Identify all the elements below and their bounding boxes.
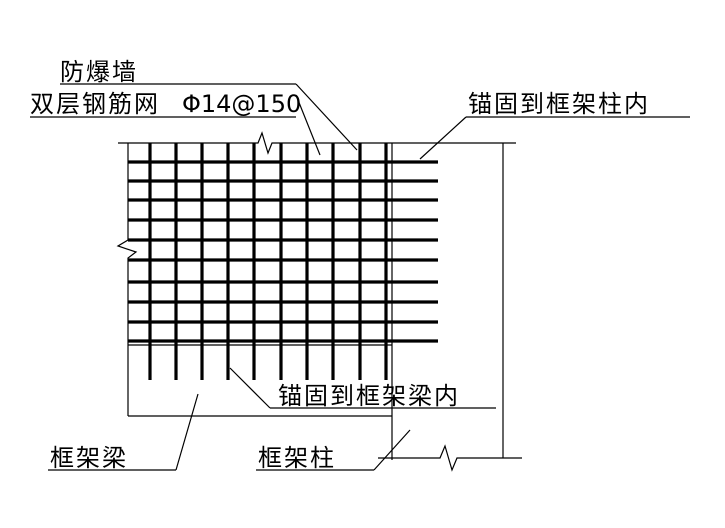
anchor-beam-label: 锚固到框架梁内: [278, 382, 460, 410]
leader-anchor-column-diag: [419, 116, 467, 160]
vertical-rebars: [148, 143, 388, 380]
frame-column-label: 框架柱: [258, 444, 336, 472]
rebar-spec-label: Φ14@150: [182, 90, 301, 118]
bottom-boundary-line: [378, 444, 522, 472]
leader-wall-diag-2: [295, 94, 321, 156]
leader-frame-beam-diag: [175, 393, 199, 471]
mesh-label: 双层钢筋网: [30, 90, 160, 118]
leader-anchor-beam-diag: [229, 367, 271, 409]
wall-title-label: 防爆墙: [60, 58, 138, 86]
left-boundary-line: [116, 143, 138, 416]
leader-wall-diag-1: [295, 83, 358, 151]
anchor-column-label: 锚固到框架柱内: [468, 90, 650, 118]
leader-frame-column-diag: [373, 429, 411, 471]
frame-beam-label: 框架梁: [50, 444, 128, 472]
top-boundary-line: [118, 131, 516, 155]
